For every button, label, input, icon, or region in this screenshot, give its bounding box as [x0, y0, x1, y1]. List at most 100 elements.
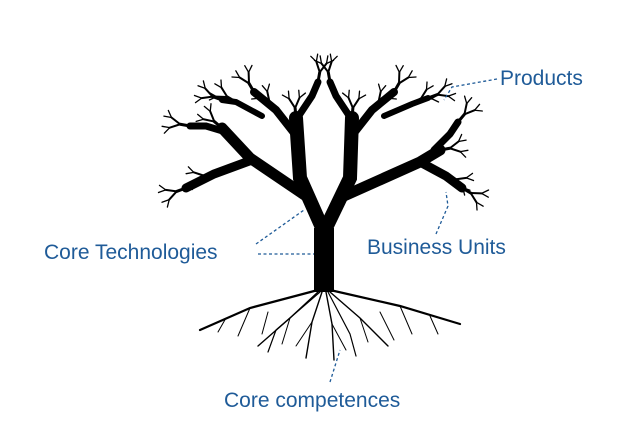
core-technologies-leader-upper — [255, 209, 305, 245]
twig — [235, 70, 241, 79]
twig — [438, 146, 452, 152]
twig — [463, 102, 468, 116]
twig — [426, 93, 439, 100]
twig — [231, 76, 241, 79]
twig — [204, 87, 214, 98]
twig — [456, 112, 466, 124]
twig — [247, 81, 256, 94]
twig — [463, 95, 468, 105]
twig — [425, 81, 428, 91]
twig — [370, 100, 380, 112]
twig — [203, 105, 211, 113]
twig — [325, 55, 329, 65]
twig — [398, 65, 404, 73]
twig — [202, 172, 216, 178]
twig — [268, 100, 278, 112]
twig — [202, 80, 206, 90]
twig — [444, 83, 453, 88]
twig — [187, 166, 195, 173]
twig — [447, 92, 457, 97]
business-units-label: Business Units — [367, 236, 506, 259]
twig — [481, 192, 489, 198]
twig — [168, 190, 178, 201]
twig — [457, 139, 467, 143]
twig — [164, 188, 178, 193]
twig — [247, 64, 253, 73]
twig — [350, 106, 355, 120]
twig — [392, 81, 401, 94]
twig — [195, 118, 205, 123]
twig — [358, 94, 367, 100]
twig — [197, 113, 205, 120]
twig — [358, 90, 361, 100]
twig — [202, 118, 216, 123]
twig — [398, 76, 410, 85]
twig — [191, 181, 197, 191]
twig — [316, 70, 322, 84]
twig — [329, 53, 333, 63]
products-leader — [443, 78, 498, 101]
twig — [444, 78, 448, 88]
twig — [238, 76, 250, 85]
twig — [266, 90, 271, 104]
twig — [244, 65, 250, 73]
twig — [465, 177, 475, 182]
core-technologies-label: Core Technologies — [44, 241, 218, 264]
twig — [298, 89, 301, 99]
tree-roots — [198, 288, 462, 361]
twig — [410, 97, 423, 106]
twig — [193, 94, 203, 99]
twig — [331, 55, 338, 63]
twig — [315, 53, 319, 63]
twig — [447, 95, 456, 102]
twig — [209, 92, 217, 98]
twig — [194, 174, 206, 184]
twig — [347, 96, 354, 110]
twig — [475, 201, 484, 207]
business-units-leader — [435, 191, 449, 235]
twig — [220, 86, 229, 98]
twig — [387, 91, 395, 99]
twig — [315, 60, 321, 74]
twig — [377, 90, 382, 104]
twig — [436, 85, 446, 96]
twig — [327, 60, 333, 74]
twig — [395, 64, 401, 73]
twig — [187, 181, 197, 185]
twig — [387, 97, 397, 100]
twig — [163, 127, 171, 134]
twig — [258, 97, 271, 104]
twig — [251, 97, 261, 100]
twig — [326, 70, 332, 84]
twig — [214, 83, 223, 89]
twig — [161, 125, 171, 129]
twig — [457, 133, 463, 143]
twig — [475, 201, 478, 211]
twig — [266, 83, 271, 93]
twig — [288, 97, 297, 110]
twig — [220, 79, 223, 89]
twig — [465, 172, 474, 179]
twig — [473, 109, 483, 112]
twig — [170, 116, 182, 126]
twig — [377, 97, 390, 104]
twig — [161, 198, 170, 203]
twig — [481, 189, 490, 195]
twig — [167, 109, 173, 119]
twig — [466, 97, 473, 105]
twig — [178, 122, 192, 128]
twig — [319, 55, 323, 65]
twig — [261, 85, 268, 93]
twig — [157, 189, 167, 194]
twig — [431, 97, 440, 103]
twig — [168, 123, 182, 129]
twig — [462, 186, 471, 191]
twig — [459, 149, 469, 153]
twig — [419, 88, 428, 100]
twig — [194, 97, 203, 104]
twig — [200, 95, 214, 100]
twig — [197, 85, 206, 90]
twig — [287, 90, 290, 100]
core-competences-label: Core competences — [224, 389, 400, 412]
